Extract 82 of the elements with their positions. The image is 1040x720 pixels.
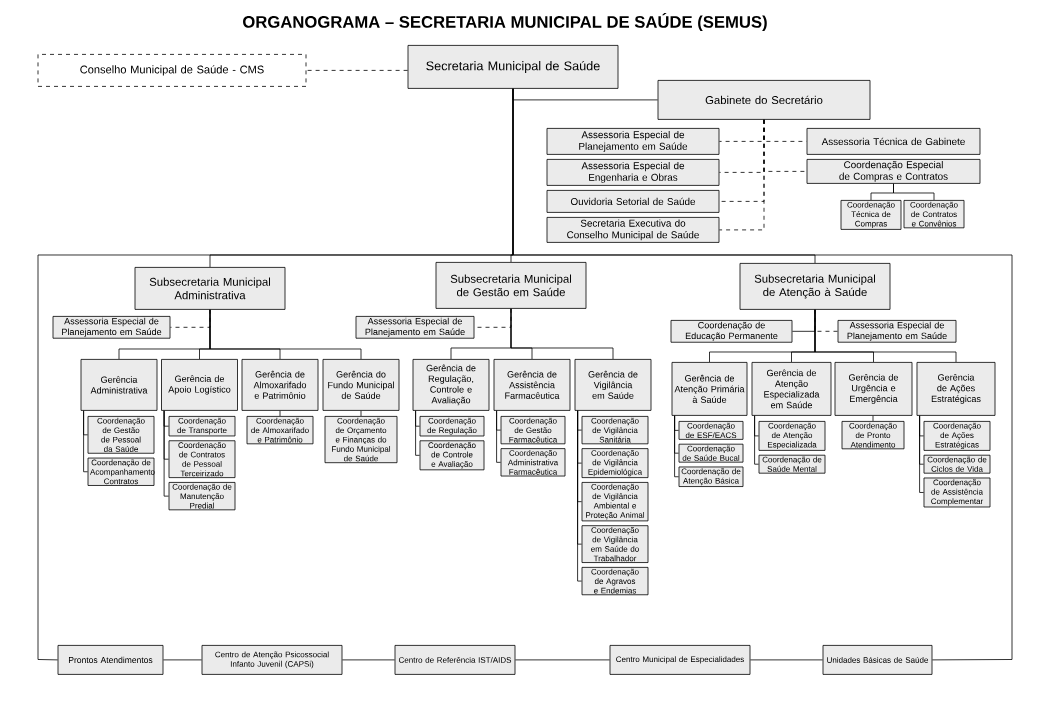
connector-line xyxy=(83,410,88,473)
org-unit-box: Gerência de Almoxarifado e Patrimônio xyxy=(241,359,319,411)
title: ORGANOGRAMA – SECRETARIA MUNICIPAL DE SAÚDE (SEMUS) xyxy=(243,12,767,32)
connector-line xyxy=(163,659,202,661)
org-unit-box: Ouvidoria Setorial de Saúde xyxy=(546,190,720,213)
connector-line xyxy=(919,415,924,493)
org-unit-box: Gerência de Regulação, Controle e Avaliação xyxy=(412,359,490,411)
org-unit-box: Subsecretaria Municipal de Atenção à Saúde xyxy=(739,263,891,310)
org-unit-box: Unidades Básicas de Saúde xyxy=(822,645,933,675)
org-unit-box: Coordenação de Orçamento e Finanças do Fundo Municipal de Saúde xyxy=(324,416,398,464)
connector-line xyxy=(893,183,935,201)
org-unit-box: Coordenação de Vigilância em Saúde do Trabalhador xyxy=(581,525,649,563)
org-unit-box: Coordenação Administrativa Farmacêutica xyxy=(500,448,566,477)
connector-line xyxy=(496,410,501,463)
org-unit-box: Coordenação de Atenção Especializada xyxy=(758,421,826,451)
org-unit-box: Coordenação de Gestão Farmacêutica xyxy=(500,416,566,445)
org-unit-box: Gerência de Urgência e Emergência xyxy=(834,362,913,416)
org-unit-box: Gerência de Atenção Especializada em Saúde xyxy=(751,362,832,416)
connector-line xyxy=(754,415,759,465)
connector-line xyxy=(306,70,408,71)
org-unit-box: Coordenação de Manutenção Predial xyxy=(168,482,236,511)
org-unit-box: Gerência de Assistência Farmacêutica xyxy=(493,359,571,411)
org-unit-box: Assessoria Especial de Engenharia e Obras xyxy=(546,159,720,186)
org-unit-box: Coordenação de Saúde Bucal xyxy=(678,443,744,463)
connector-line xyxy=(415,410,420,456)
org-unit-box: Assessoria Especial de Planejamento em Saúde xyxy=(546,128,720,155)
org-unit-box: Centro de Atenção Psicossocial Infanto Juvenil (CAPSi) xyxy=(201,645,343,675)
org-unit-box: Subsecretaria Municipal de Gestão em Saúde xyxy=(435,262,587,309)
connector-line xyxy=(209,309,362,360)
org-unit-box: Centro Municipal de Especialidades xyxy=(609,645,751,675)
org-unit-box: Prontos Atendimentos xyxy=(57,645,164,675)
org-unit-box: Coordenação de Atenção Básica xyxy=(678,466,744,487)
org-unit-box: Assessoria Especial de Planejamento em Saúde xyxy=(52,316,171,339)
org-unit-box: Secretaria Municipal de Saúde xyxy=(407,45,619,89)
org-unit-box: Coordenação de Acompanhamento Contratos xyxy=(87,457,155,486)
connector-line xyxy=(360,410,362,417)
org-unit-box: Gerência de Apoio Logístico xyxy=(161,359,238,411)
org-unit-box: Coordenação de Gestão de Pessoal da Saúde xyxy=(87,416,155,454)
org-unit-box: Coordenação de Ciclos de Vida xyxy=(923,454,991,474)
org-unit-box: Coordenação Técnica de Compras xyxy=(840,200,902,230)
org-unit-box: Gerência de Atenção Primária à Saúde xyxy=(671,362,748,416)
org-unit-box: Coordenação Especial de Compras e Contratos xyxy=(806,159,981,184)
org-unit-box: Coordenação de Ações Estratégicas xyxy=(923,421,991,451)
org-unit-box: Subsecretaria Municipal Administrativa xyxy=(134,267,286,310)
org-unit-box: Secretaria Executiva do Conselho Municipal de Saúde xyxy=(546,217,720,243)
org-unit-box: Assessoria Especial de Planejamento em Saúde xyxy=(355,316,475,339)
connector-line xyxy=(515,659,610,661)
connector-line xyxy=(512,88,1013,661)
org-unit-box: Coordenação de Controle e Avaliação xyxy=(419,440,485,471)
connector-line xyxy=(674,415,679,478)
org-unit-box: Coordenação de Vigilância Epidemiológica xyxy=(581,448,649,478)
org-unit-box: Coordenação de Almoxarifado e Patrimônio xyxy=(246,416,314,445)
connector-line xyxy=(814,309,957,363)
org-unit-box: Coordenação de Regulação xyxy=(419,416,485,437)
org-unit-box: Gerência do Fundo Municipal de Saúde xyxy=(322,359,400,411)
org-unit-box: Coordenação de Assistência Complementar xyxy=(923,477,991,508)
org-unit-box: Assessoria Técnica de Gabinete xyxy=(806,128,981,155)
connector-line xyxy=(342,659,395,661)
connector-line xyxy=(750,659,823,661)
org-unit-box: Coordenação de Saúde Mental xyxy=(758,454,826,474)
connector-line xyxy=(279,410,281,417)
connector-line xyxy=(163,410,169,497)
org-unit-box: Coordenação de Contratos de Pessoal Terceirizado xyxy=(168,440,236,478)
org-unit-box: Coordenação de Transporte xyxy=(168,416,236,437)
connector-line xyxy=(763,119,807,172)
org-unit-box: Coordenação de Pronto Atendimento xyxy=(841,421,905,450)
org-unit-box: Gerência Administrativa xyxy=(80,359,158,411)
council-box: Conselho Municipal de Saúde - CMS xyxy=(37,54,307,87)
org-unit-box: Assessoria Especial de Planejamento em Saúde xyxy=(837,320,957,343)
org-unit-box: Gabinete do Secretário xyxy=(657,80,871,120)
org-unit-box: Coordenação de Agravos e Endemias xyxy=(581,566,649,596)
org-unit-box: Coordenação de Vigilância Sanitária xyxy=(581,416,649,445)
org-unit-box: Coordenação de Educação Permanente xyxy=(670,320,793,343)
org-unit-box: Coordenação de Vigilância Ambiental e Proteção Animal xyxy=(581,482,649,522)
connector-line xyxy=(577,410,582,582)
org-unit-box: Coordenação de ESF/EACS xyxy=(678,421,744,440)
connector-line xyxy=(872,415,874,422)
connector-line xyxy=(510,308,614,360)
org-unit-box: Gerência de Ações Estratégicas xyxy=(916,362,996,416)
org-unit-box: Coordenação de Contratos e Convênios xyxy=(903,200,965,229)
org-unit-box: Centro de Referência IST/AIDS xyxy=(394,645,516,675)
org-unit-box: Gerência de Vigilância em Saúde xyxy=(574,359,652,411)
